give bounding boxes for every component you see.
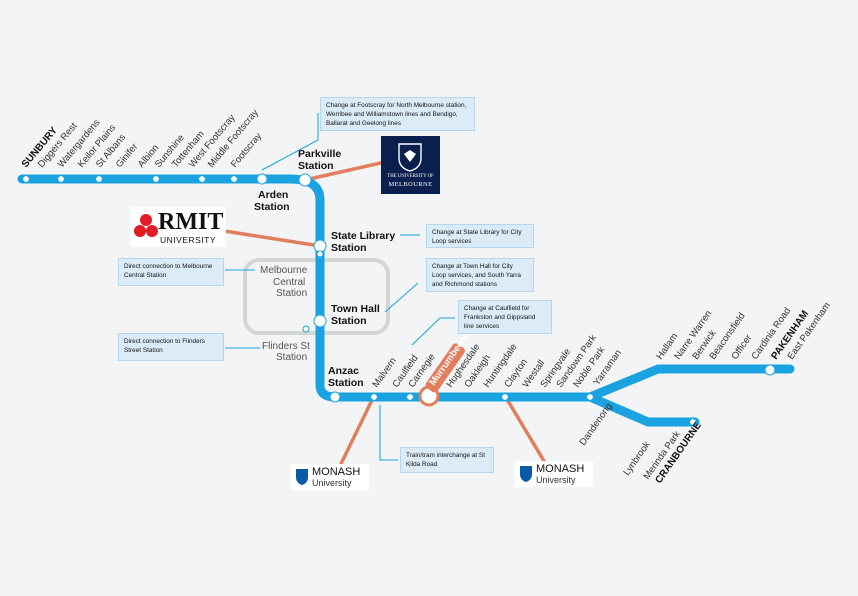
monash-name: MONASH (536, 463, 585, 475)
connector-monash-caulfield (503, 394, 549, 468)
monash-shield-icon (520, 466, 532, 482)
station-dot (302, 325, 310, 333)
town-hall-label: Station (331, 315, 367, 327)
station-label: Dandenong (577, 401, 614, 448)
station-dot (764, 364, 776, 376)
callout-arrows (225, 113, 455, 461)
station-dot (95, 175, 103, 183)
monash-sub: University (312, 478, 352, 488)
parkville-label: Station (298, 160, 334, 172)
west-station-markers (22, 173, 776, 426)
melbourne-uni-logo: THE UNIVERSITY OF MELBOURNE (381, 136, 440, 194)
monash-logo-clayton: MONASH University (291, 464, 369, 490)
pakenham-station-labels: Hallam Narre Warren Berwick Beaconsfield… (654, 300, 833, 361)
flinders-label: Station (276, 352, 307, 363)
station-dot (230, 175, 238, 183)
murrumbeena-tag (425, 343, 465, 393)
melbourne-line2: MELBOURNE (388, 181, 433, 188)
station-dot (57, 175, 65, 183)
arden-label: Station (254, 201, 290, 213)
station-dot (586, 393, 594, 401)
station-dot (501, 393, 509, 401)
anzac-label: Station (328, 377, 364, 389)
state-library-label: Station (331, 242, 367, 254)
parkville-label: Parkville (298, 148, 341, 160)
southeast-station-labels: Malvern Caulfield Carnegie Murrumbeena H… (370, 329, 624, 447)
flinders-label: Flinders St (262, 341, 310, 352)
rmit-name: RMIT (158, 209, 224, 235)
note-st-kilda: Train/tram interchange at St Kilda Road (400, 447, 494, 473)
melbourne-line1: THE UNIVERSITY OF (387, 174, 434, 179)
connector-rmit (216, 228, 322, 248)
monash-sub: University (536, 475, 576, 485)
station-dot (313, 239, 327, 253)
town-hall-label: Town Hall (331, 303, 380, 315)
pakenham-branch (585, 364, 795, 402)
university-connectors (216, 160, 549, 472)
monash-shield-icon (296, 469, 308, 485)
station-dot (152, 175, 160, 183)
cranbourne-station-labels: Lynbrook Merinda Park CRANBOURNE (621, 420, 704, 486)
arrow-st-kilda (379, 405, 398, 461)
note-town-hall: Change at Town Hall for City Loop servic… (426, 258, 534, 292)
rmit-logo: RMIT UNIVERSITY (130, 207, 226, 247)
station-dot (329, 391, 341, 403)
station-dot (198, 175, 206, 183)
note-footscray: Change at Footscray for North Melbourne … (320, 97, 475, 131)
monash-logo-caulfield: MONASH University (515, 461, 593, 487)
arrow-footscray (261, 113, 319, 171)
note-state-library: Change at State Library for City Loop se… (426, 224, 534, 248)
tunnel-station-labels: Arden Station Parkville Station State Li… (254, 148, 395, 389)
melbourne-central-label: Melbourne (260, 265, 308, 276)
note-flinders: Direct connection to Flinders Street Sta… (118, 333, 224, 361)
note-melbourne-central: Direct connection to Melbourne Central S… (118, 258, 224, 286)
station-dot (406, 393, 414, 401)
station-dot (316, 250, 324, 258)
note-caulfield: Change at Caulfield for Frankston and Gi… (458, 300, 552, 334)
cranbourne-branch (585, 392, 700, 427)
west-station-labels: SUNBURY Diggers Rest Watergardens Keilor… (20, 107, 264, 170)
anzac-label: Anzac (328, 365, 359, 377)
rmit-sub: UNIVERSITY (160, 235, 217, 245)
arrow-caulfield (411, 317, 455, 346)
melbourne-central-label: Central (273, 277, 305, 288)
station-dot (689, 418, 697, 426)
arden-label: Arden (258, 189, 288, 201)
connector-monash-clayton (336, 394, 376, 472)
connector-melbourne-uni (303, 160, 387, 182)
rmit-mark-icon (134, 214, 158, 237)
state-library-label: State Library (331, 230, 395, 242)
arrow-town-hall (384, 282, 419, 313)
station-dot (22, 175, 30, 183)
monash-name: MONASH (312, 466, 361, 478)
station-dot (298, 173, 312, 187)
station-dot (313, 314, 327, 328)
melbourne-crest-icon (398, 143, 422, 172)
station-dot (256, 173, 268, 185)
melbourne-central-label: Station (276, 288, 307, 299)
station-dot (370, 393, 378, 401)
